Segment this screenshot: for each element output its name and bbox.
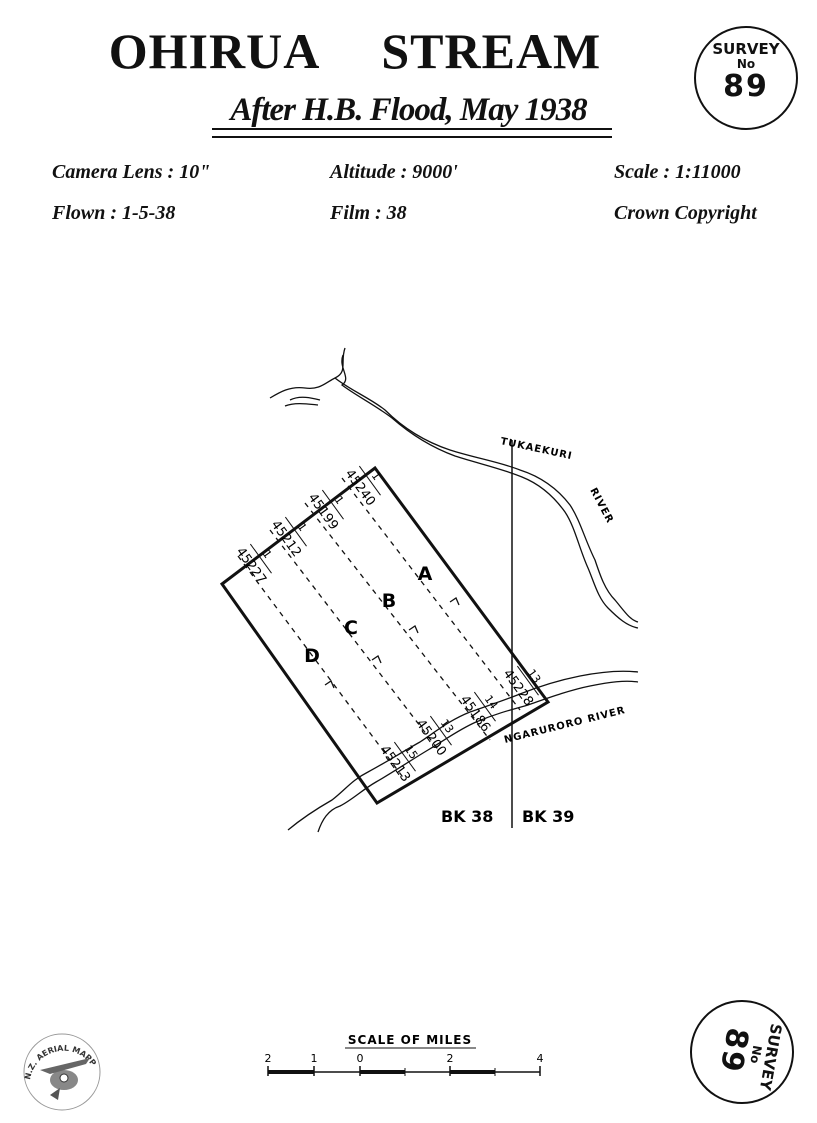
svg-text:15: 15 xyxy=(402,743,421,762)
strip-d xyxy=(237,555,406,781)
strip-c xyxy=(269,529,441,753)
svg-text:13: 13 xyxy=(525,667,544,686)
block-right-label: BK 39 xyxy=(522,807,574,826)
ngaruroro-label: NGARURORO RIVER xyxy=(503,705,627,746)
flown-info: Flown : 1-5-38 xyxy=(52,202,176,224)
title-word-2: STREAM xyxy=(381,23,602,79)
block-left-label: BK 38 xyxy=(441,807,493,826)
scale-bar-title: SCALE OF MILES xyxy=(348,1033,472,1047)
title-word-1: OHIRUA xyxy=(108,23,321,79)
flight-block-outline xyxy=(219,465,551,805)
stamp-no-label: No xyxy=(736,57,756,71)
copyright-info: Crown Copyright xyxy=(614,202,757,224)
logo-text: N.Z. AERIAL MAPPING LTD xyxy=(0,0,98,1081)
nz-aerial-mapping-logo: N.Z. AERIAL MAPPING LTD xyxy=(0,0,101,1111)
page-subtitle: After H.B. Flood, May 1938 xyxy=(230,92,587,128)
camera-lens-info: Camera Lens : 10" xyxy=(52,161,211,183)
scale-bar: SCALE OF MILES 2 1 0 2 4 xyxy=(265,1033,544,1076)
strip-a xyxy=(341,477,521,711)
scale-tick-label: 1 xyxy=(311,1052,318,1065)
globe-icon xyxy=(50,1088,60,1100)
strip-c-letter: C xyxy=(344,617,358,639)
stamp-survey-label: SURVEY xyxy=(712,40,780,58)
scale-tick-label: 0 xyxy=(357,1052,364,1065)
page-title: OHIRUA STREAM xyxy=(0,22,710,80)
svg-text:1: 1 xyxy=(260,548,275,561)
arrow-strip-c xyxy=(371,655,382,664)
scale-tick-label: 2 xyxy=(447,1052,454,1065)
tukaekuri-river-label: RIVER xyxy=(587,486,615,525)
stamp-number: 89 xyxy=(723,69,769,104)
strip-b xyxy=(304,502,491,741)
svg-text:1: 1 xyxy=(332,494,347,507)
survey-stamp-top: SURVEY No 89 xyxy=(694,26,798,130)
scale-info: Scale : 1:11000 xyxy=(614,161,741,183)
arrow-strip-b xyxy=(408,625,419,634)
arrow-strip-a xyxy=(449,597,460,606)
svg-text:14: 14 xyxy=(482,693,501,712)
subtitle-underline xyxy=(212,128,612,138)
strip-a-letter: A xyxy=(418,563,433,585)
strip-b-letter: B xyxy=(382,590,396,612)
direction-arrows xyxy=(324,597,460,689)
svg-text:1: 1 xyxy=(295,521,310,534)
tukaekuri-river xyxy=(269,347,639,629)
strip-a-end-label: 45228 13 xyxy=(500,665,544,709)
ngaruroro-river xyxy=(287,670,639,833)
arrow-strip-d xyxy=(324,680,335,689)
scale-tick-label: 4 xyxy=(537,1052,544,1065)
altitude-info: Altitude : 9000' xyxy=(330,161,458,183)
strip-d-letter: D xyxy=(304,645,320,667)
strip-b-end-label: 45186 14 xyxy=(457,691,501,735)
scale-tick-label: 2 xyxy=(265,1052,272,1065)
film-info: Film : 38 xyxy=(330,202,407,224)
tukaekuri-label: TUKAEKURI xyxy=(499,436,573,462)
